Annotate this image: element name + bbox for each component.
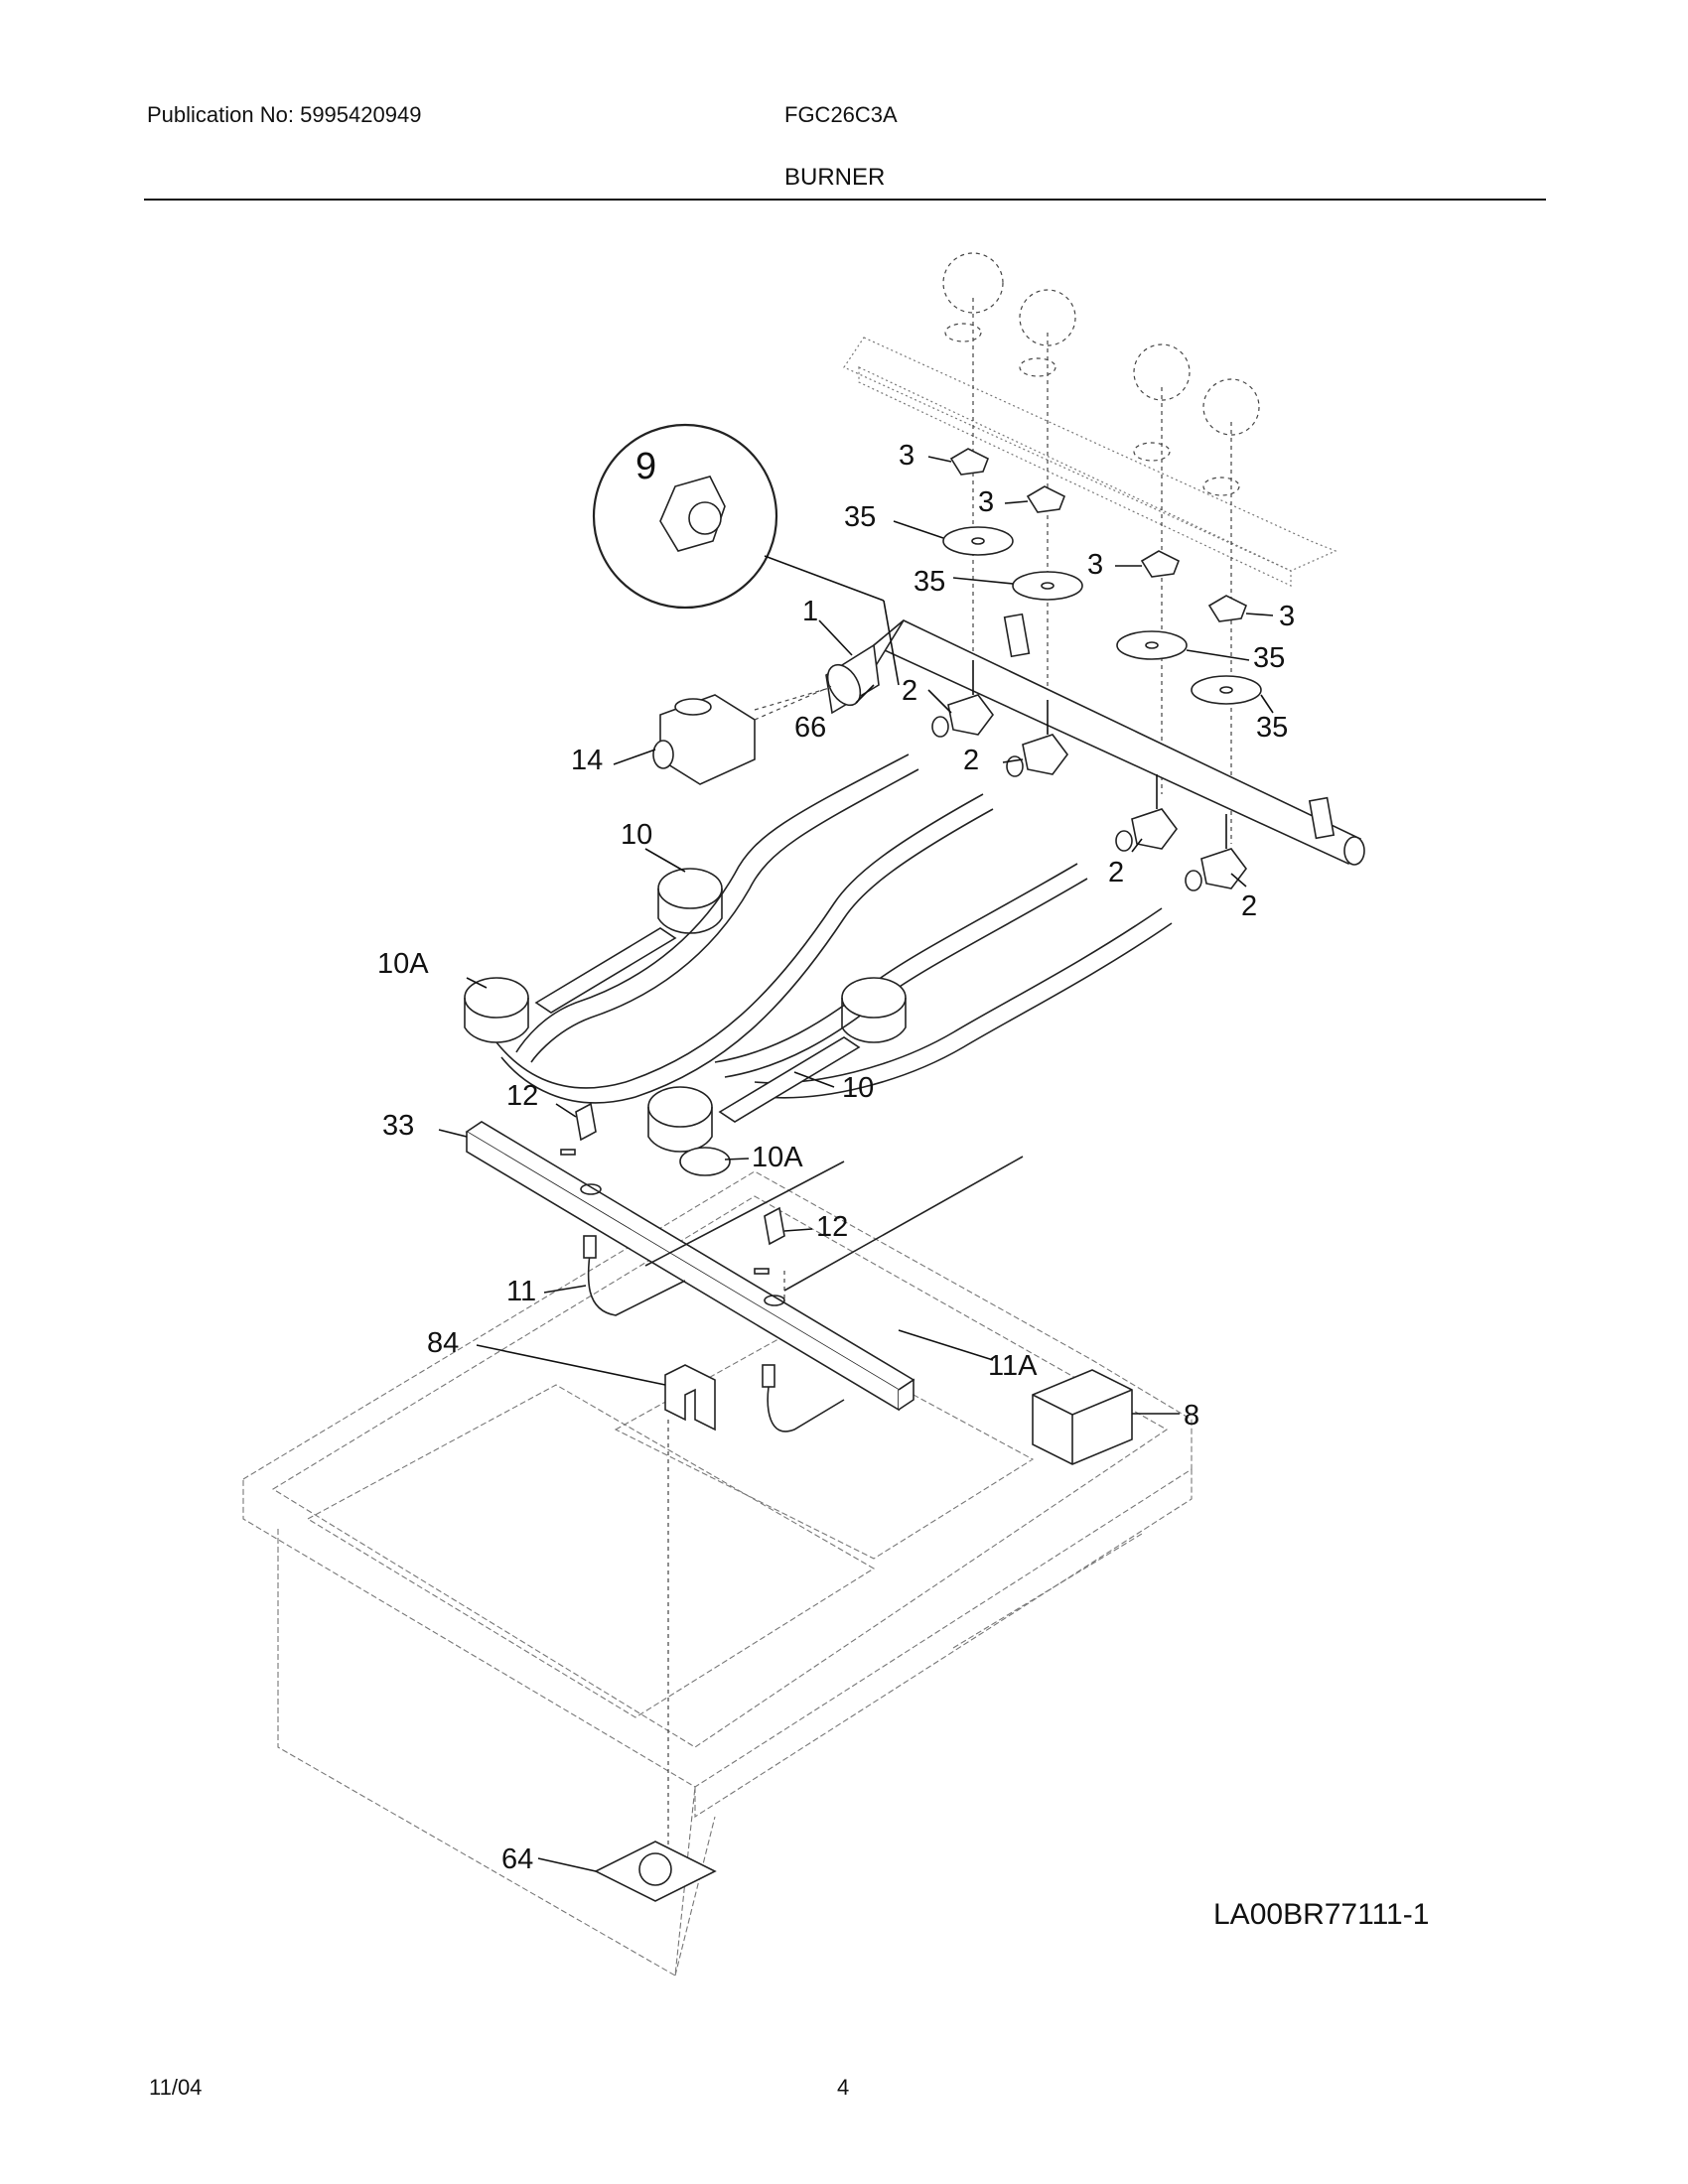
- callout-2-c: 2: [1108, 857, 1124, 888]
- callout-64: 64: [501, 1843, 533, 1875]
- igniters-11: [583, 1156, 1024, 1433]
- callout-1: 1: [802, 596, 818, 627]
- spark-module-8: [1032, 1369, 1133, 1465]
- callout-35-c: 35: [1253, 642, 1285, 674]
- valves: [931, 660, 1247, 891]
- model-number: FGC26C3A: [784, 102, 898, 127]
- callout-3-b: 3: [978, 486, 994, 518]
- plate-64: [594, 1841, 717, 1902]
- callout-66: 66: [794, 712, 826, 744]
- callout-3-d: 3: [1279, 601, 1295, 632]
- callout-8: 8: [1184, 1400, 1199, 1432]
- page-number: 4: [837, 2075, 850, 2100]
- callout-35-b: 35: [914, 566, 945, 598]
- small-brackets-12: [575, 1102, 785, 1246]
- callout-35-a: 35: [844, 501, 876, 533]
- publication-number: Publication No: 5995420949: [147, 102, 422, 127]
- knob-retainers: [949, 448, 1248, 622]
- callout-10a-b: 10A: [752, 1142, 803, 1173]
- callout-11a: 11A: [988, 1350, 1038, 1382]
- callout-11: 11: [506, 1276, 536, 1307]
- callout-2-a: 2: [902, 675, 917, 707]
- bracket-33: [465, 1121, 915, 1412]
- callout-12-b: 12: [816, 1211, 848, 1243]
- callout-9: 9: [635, 446, 656, 487]
- leader-lines: [438, 456, 1274, 1872]
- callout-10-a: 10: [621, 819, 652, 851]
- callout-10-b: 10: [842, 1072, 874, 1104]
- callout-33: 33: [382, 1110, 414, 1142]
- regulator: [652, 684, 835, 785]
- manifold-pipe: [825, 613, 1365, 866]
- callout-12-a: 12: [506, 1080, 538, 1112]
- callout-84: 84: [427, 1327, 459, 1359]
- footer-date: 11/04: [149, 2075, 203, 2100]
- top-plate: [843, 252, 1337, 587]
- diagram-code: LA00BR77111-1: [1213, 1898, 1430, 1931]
- washers: [942, 526, 1262, 705]
- callout-labels: 3 3 3 3 35 35 35 35 1 2 2 2 2 66 14 10 1…: [377, 440, 1295, 1875]
- callout-35-d: 35: [1256, 712, 1288, 744]
- burner-assembly-right: [647, 863, 1173, 1176]
- callout-2-b: 2: [963, 745, 979, 776]
- header-rule: [144, 199, 1546, 201]
- clip-84: [664, 1364, 716, 1432]
- callout-14: 14: [571, 745, 603, 776]
- callout-2-d: 2: [1241, 890, 1257, 922]
- detail-circle-9: 9: [592, 423, 900, 686]
- section-title: BURNER: [784, 164, 886, 191]
- callout-10a-a: 10A: [377, 948, 429, 980]
- callout-3-c: 3: [1087, 549, 1103, 581]
- callout-3-a: 3: [899, 440, 914, 472]
- cooktop-pan: [242, 1170, 1193, 1977]
- burner-assembly-left: [464, 753, 994, 1104]
